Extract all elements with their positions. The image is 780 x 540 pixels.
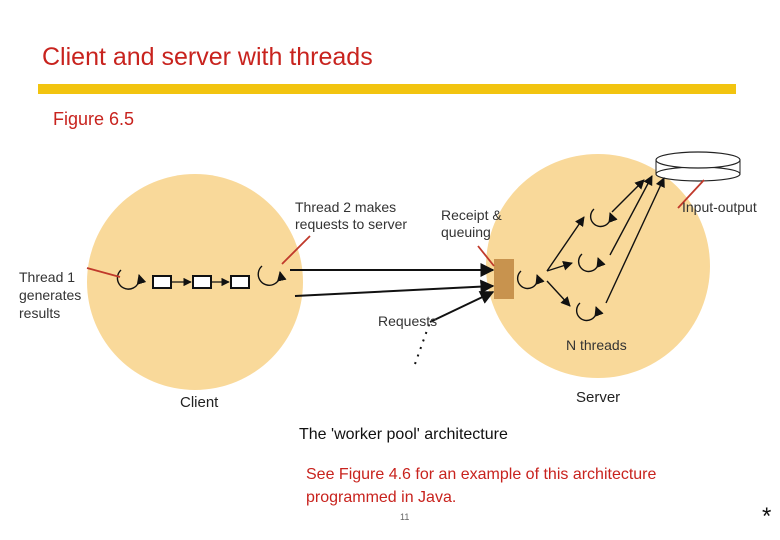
slide-title: Client and server with threads (42, 43, 373, 71)
thread2-loop-icon (257, 265, 287, 286)
dispatch-arrow-3 (546, 280, 571, 307)
thread2-label: Thread 2 makes requests to server (295, 199, 408, 232)
page-number: 11 (400, 512, 410, 522)
title-rule (38, 84, 736, 94)
server-label: Server (576, 389, 621, 406)
worker-thread-2-icon (577, 253, 606, 273)
receipt-queuing-label: Receipt & queuing (441, 207, 502, 240)
thread1-pointer (86, 267, 121, 278)
figure-label: Figure 6.5 (53, 109, 135, 129)
input-output-label: Input-output (682, 199, 757, 215)
thread2-pointer (281, 235, 311, 265)
io-arrow-2 (609, 175, 653, 256)
java-note: See Figure 4.6 for an example of this ar… (306, 466, 657, 506)
dispatch-arrow-1 (546, 216, 585, 272)
receipt-thread-loop-icon (516, 270, 545, 290)
thread1-loop-icon (116, 269, 147, 290)
n-threads-label: N threads (566, 337, 627, 353)
client-buffer (152, 275, 250, 289)
worker-thread-1-icon (589, 208, 618, 228)
input-output-pointer (677, 179, 705, 209)
thread1-label: Thread 1 generates results (19, 269, 82, 321)
diagram-caption: The 'worker pool' architecture (299, 426, 508, 443)
io-arrow-3 (605, 177, 665, 304)
requests-label: Requests (378, 313, 438, 329)
input-output-disk-icon (655, 151, 741, 182)
footer-mark: * (762, 503, 772, 530)
receipt-pointer (477, 245, 495, 267)
worker-thread-3-icon (575, 302, 604, 322)
dispatch-arrow-2 (546, 261, 573, 272)
request-arrow-3 (429, 291, 495, 323)
client-label: Client (180, 394, 219, 411)
receipt-queue-box (494, 259, 514, 299)
io-arrow-1 (611, 179, 645, 213)
request-arrow-2 (294, 279, 495, 297)
